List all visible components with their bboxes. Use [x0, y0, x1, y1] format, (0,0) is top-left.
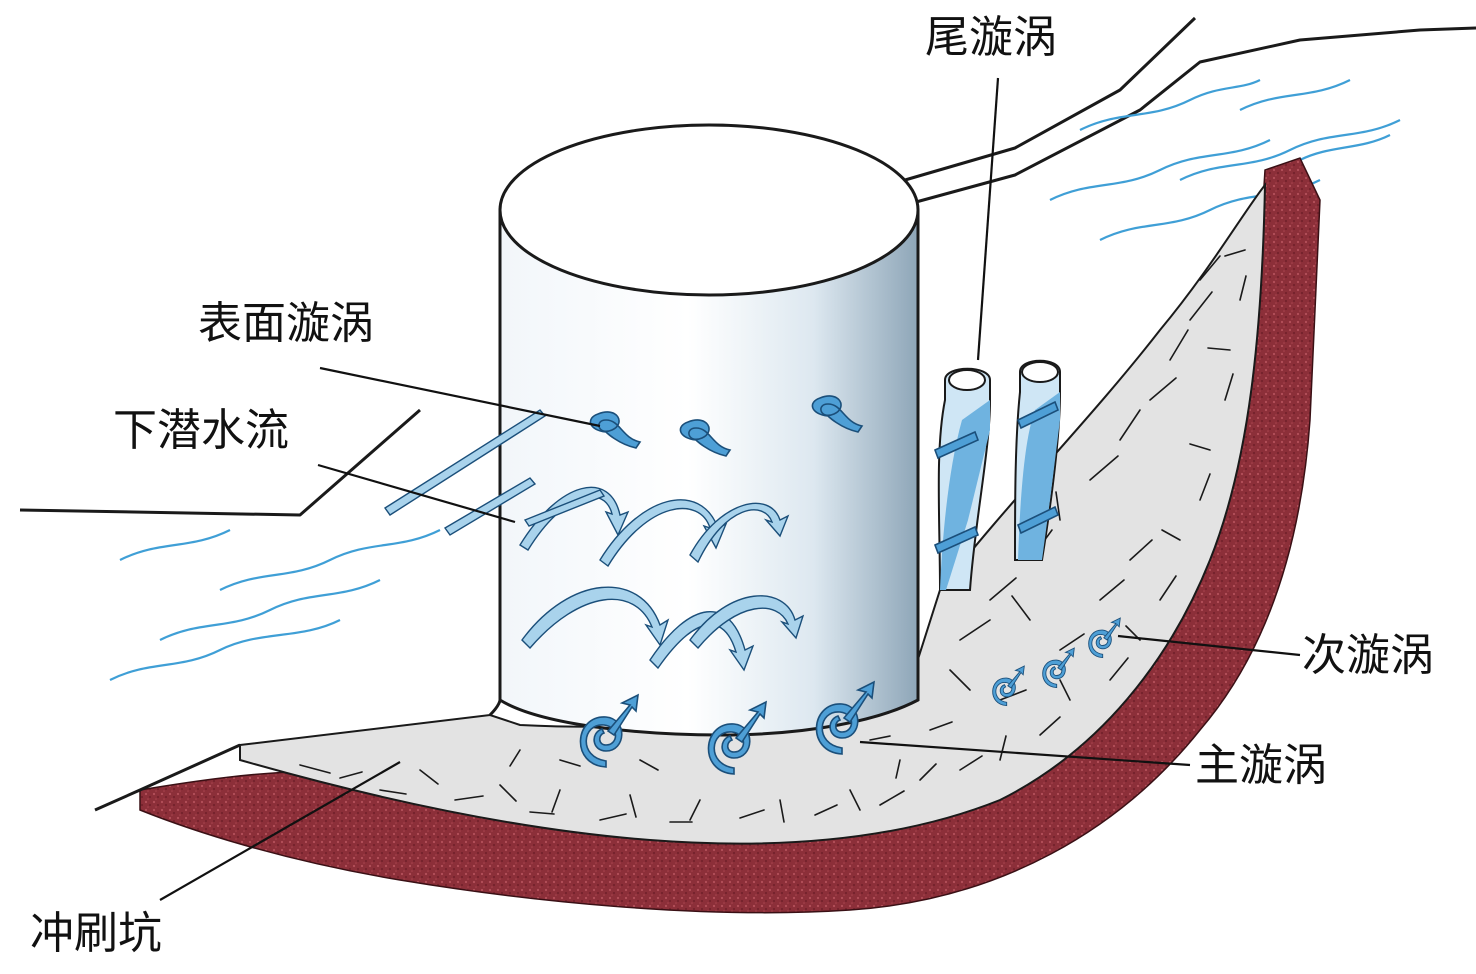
- far-bank-outline: [904, 16, 1197, 182]
- downflow-arrow-icon: [649, 611, 755, 672]
- near-bank-outline: [94, 743, 241, 812]
- far-bank-outline-2: [904, 26, 1476, 207]
- leader-surface-vortex: [319, 366, 601, 428]
- secondary-vortex-icon: [992, 665, 1025, 707]
- pier-base-outline: [488, 699, 502, 717]
- main-vortices: [579, 680, 875, 775]
- downflow-arrows-lower: [521, 586, 805, 672]
- downflow-arrows-upper: [519, 486, 790, 568]
- label-surface-vortex: 表面漩涡: [198, 298, 374, 349]
- scour-texture: [299, 249, 1247, 823]
- wake-vortices: [933, 359, 1061, 591]
- surface-roller-icon: [679, 419, 732, 457]
- leader-tail-vortex: [976, 77, 1000, 361]
- incoming-flow-streaks: [383, 409, 547, 536]
- leader-downflow: [317, 463, 516, 524]
- secondary-vortices: [992, 617, 1121, 707]
- secondary-vortex-icon: [1042, 647, 1075, 689]
- horseshoe-vortex-icon: [579, 693, 639, 768]
- pier-cylinder: [498, 123, 920, 737]
- leader-lines: [159, 77, 1301, 901]
- surface-roller-icon: [589, 411, 642, 449]
- water-surface-outline: [19, 408, 421, 517]
- surface-roller-icon: [811, 395, 864, 433]
- downflow-arrow-icon: [599, 499, 728, 568]
- label-downflow: 下潜水流: [113, 405, 289, 456]
- horseshoe-vortex-icon: [815, 680, 875, 755]
- horseshoe-vortex-icon: [707, 700, 767, 775]
- label-main-vortex: 主漩涡: [1195, 740, 1327, 791]
- wake-vortex-icon: [1013, 359, 1061, 561]
- leader-secondary-vortex: [1117, 634, 1301, 657]
- label-secondary-vortex: 次漩涡: [1302, 630, 1434, 681]
- leader-scour-hole: [159, 761, 401, 901]
- secondary-vortex-icon: [1088, 617, 1121, 659]
- label-scour-hole: 冲刷坑: [30, 908, 162, 959]
- downflow-arrow-icon: [689, 595, 805, 650]
- surface-vortices: [589, 395, 864, 457]
- label-tail-vortex: 尾漩涡: [925, 12, 1057, 63]
- wake-vortex-icon: [933, 367, 991, 591]
- leader-main-vortex: [859, 740, 1191, 767]
- downflow-arrow-icon: [689, 502, 790, 564]
- water-ripples: [109, 79, 1401, 681]
